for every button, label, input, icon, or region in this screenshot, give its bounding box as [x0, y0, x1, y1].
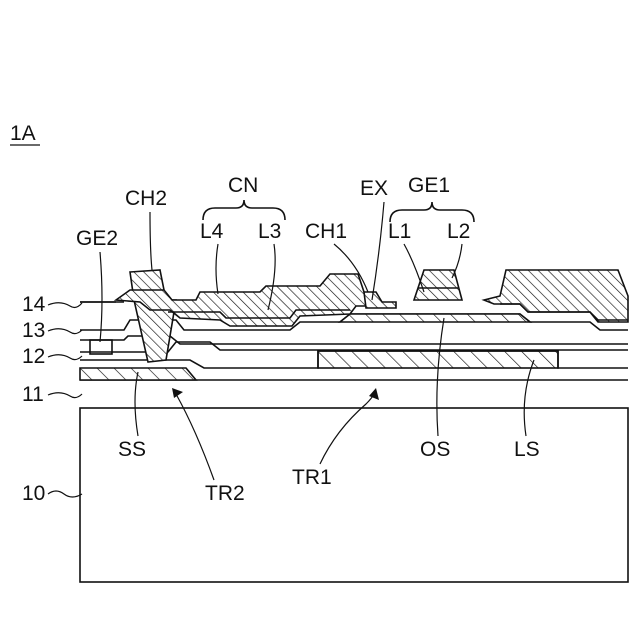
leader-l1 [404, 244, 424, 292]
leader-substrate-10 [48, 491, 82, 497]
leader-tr1 [320, 394, 374, 464]
label-l2: L2 [447, 220, 470, 243]
leader-l4 [216, 244, 218, 294]
label-ss: SS [118, 438, 146, 461]
leader-ss [135, 372, 138, 436]
label-ls: LS [514, 438, 540, 461]
leader-layer-13 [48, 329, 82, 334]
label-cn: CN [228, 174, 258, 197]
leader-ch2 [150, 212, 152, 270]
label-os: OS [420, 438, 450, 461]
leader-ls [524, 360, 534, 436]
label-tr2: TR2 [205, 482, 245, 505]
label-layer-11: 11 [22, 383, 44, 406]
label-ex: EX [360, 177, 388, 200]
cn-brace [203, 200, 285, 220]
leader-layer-12 [48, 355, 82, 360]
label-substrate-10: 10 [22, 482, 45, 505]
leader-os [437, 318, 444, 436]
label-ch1: CH1 [305, 220, 347, 243]
leader-layer-11 [48, 393, 82, 398]
leader-ge2 [100, 252, 102, 342]
label-layer-12: 12 [22, 345, 45, 368]
label-l4: L4 [200, 220, 224, 243]
figure-title: 1A [10, 122, 36, 145]
leader-tr2 [176, 394, 214, 480]
label-l3: L3 [258, 220, 281, 243]
contact-hole-ch2 [130, 270, 176, 362]
substrate-10 [80, 408, 628, 582]
label-ge2: GE2 [76, 227, 118, 250]
label-ge1: GE1 [408, 174, 450, 197]
label-tr1: TR1 [292, 466, 332, 489]
oxide-semiconductor-os [340, 314, 530, 322]
label-ch2: CH2 [125, 187, 167, 210]
ge1-brace [390, 202, 474, 222]
label-l1: L1 [388, 220, 411, 243]
label-layer-14: 14 [22, 293, 46, 316]
contact-hole-ch1 [364, 292, 396, 308]
leader-layer-14 [48, 303, 82, 308]
label-layer-13: 13 [22, 319, 45, 342]
leader-ex [372, 202, 384, 300]
